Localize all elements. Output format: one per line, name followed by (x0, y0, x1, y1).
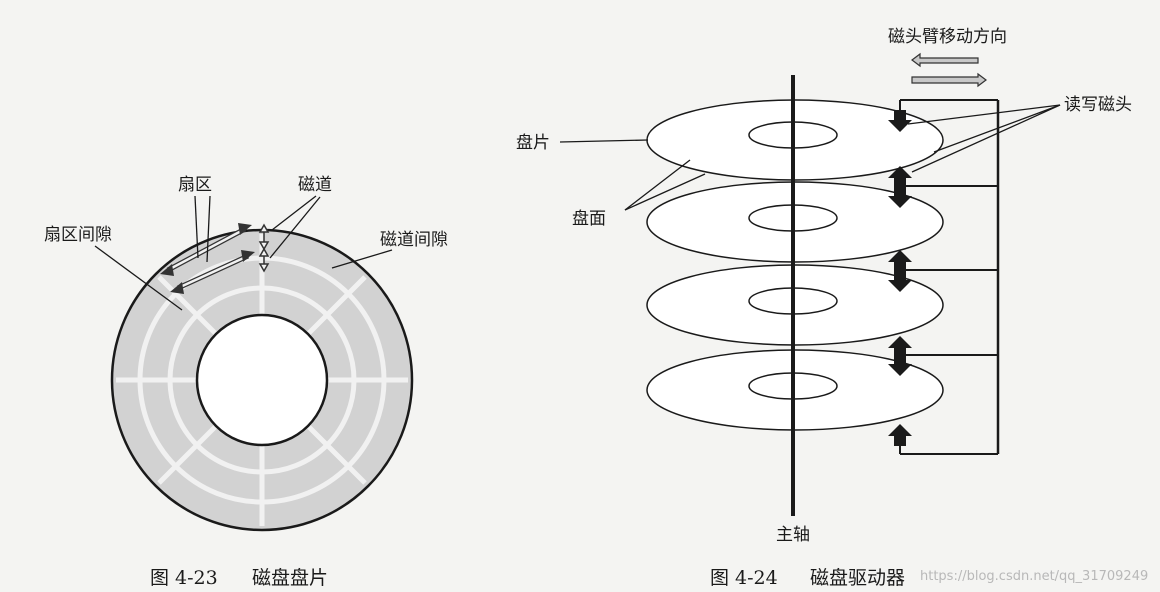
read-write-heads (888, 110, 912, 446)
caption-figure-4-24-title: 磁盘驱动器 (810, 567, 905, 589)
left-leader-lines (94, 195, 393, 311)
track-arrows (258, 223, 270, 273)
label-platter: 盘片 (516, 133, 550, 153)
arm-direction-arrows (911, 52, 987, 88)
right-leader-lines (559, 104, 1061, 211)
disk-drive-figure: 磁头臂移动方向 读写磁头 盘片 盘面 主轴 图 4-24 磁盘驱动器 (516, 27, 1132, 589)
label-spindle: 主轴 (776, 525, 810, 545)
label-sector: 扇区 (178, 175, 212, 195)
label-track-gap: 磁道间隙 (380, 230, 448, 250)
label-sector-gap: 扇区间隙 (44, 225, 112, 245)
head-1 (888, 110, 912, 132)
caption-figure-4-23-number: 图 4-23 (150, 567, 218, 589)
label-read-write-head: 读写磁头 (1064, 95, 1132, 115)
head-2 (888, 166, 912, 208)
sector-arrows (160, 223, 255, 294)
label-arm-direction: 磁头臂移动方向 (888, 27, 1007, 47)
platter-center-hole (195, 313, 329, 447)
head-5 (888, 424, 912, 446)
caption-figure-4-23-title: 磁盘盘片 (252, 567, 328, 589)
head-3 (888, 250, 912, 292)
label-surface: 盘面 (572, 209, 606, 229)
head-4 (888, 336, 912, 376)
head-arm-assembly (899, 99, 1000, 455)
label-track: 磁道 (298, 175, 332, 195)
watermark-text: https://blog.csdn.net/qq_31709249 (920, 569, 1148, 584)
disk-platter-figure: 扇区 磁道 扇区间隙 磁道间隙 图 4-23 磁盘盘片 (44, 175, 448, 589)
caption-figure-4-24-number: 图 4-24 (710, 567, 778, 589)
